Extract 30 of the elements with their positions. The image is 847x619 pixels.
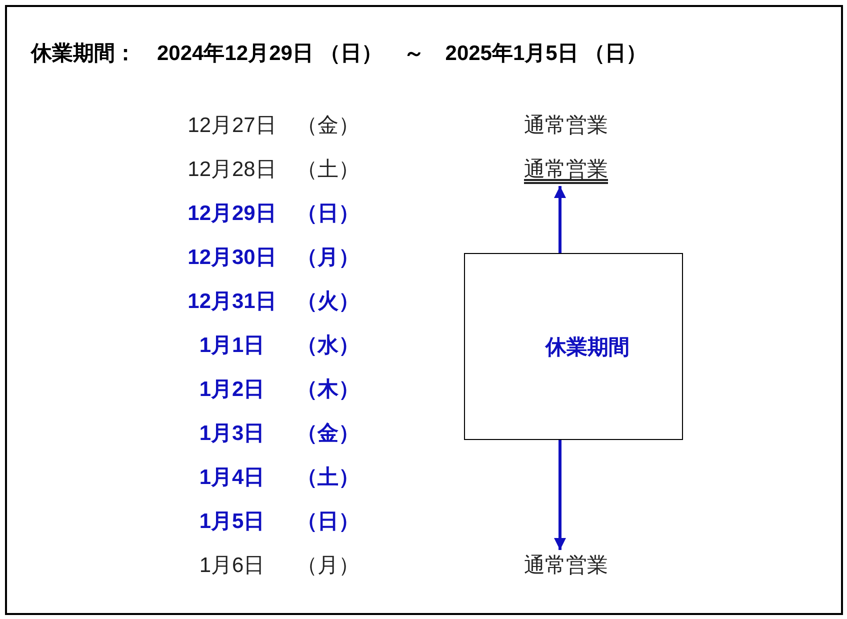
weekday-label: （水） bbox=[296, 333, 360, 359]
date-label: 1月4日 bbox=[199, 465, 265, 491]
status-label: 通常営業 bbox=[524, 553, 608, 579]
weekday-label: （土） bbox=[296, 465, 360, 491]
date-label: 1月6日 bbox=[199, 553, 265, 579]
date-label: 12月29日 bbox=[188, 201, 276, 227]
weekday-label: （月） bbox=[296, 245, 360, 271]
date-label: 12月31日 bbox=[188, 289, 276, 315]
box-title: 休業期間 bbox=[546, 334, 630, 360]
weekday-label: （日） bbox=[296, 201, 360, 227]
date-label: 1月1日 bbox=[199, 333, 265, 359]
heading-title: 休業期間： 2024年12月29日 （日） ～ 2025年1月5日 （日） bbox=[31, 41, 648, 67]
status-label: 通常営業 bbox=[524, 113, 608, 139]
weekday-label: （火） bbox=[296, 289, 360, 315]
arrow bbox=[554, 440, 566, 550]
date-label: 12月27日 bbox=[188, 113, 276, 139]
date-label: 12月30日 bbox=[188, 245, 276, 271]
weekday-label: （月） bbox=[296, 553, 360, 579]
date-label: 12月28日 bbox=[188, 157, 276, 183]
weekday-label: （土） bbox=[296, 157, 360, 183]
date-label: 1月5日 bbox=[199, 509, 265, 535]
date-label: 1月3日 bbox=[199, 421, 265, 447]
weekday-label: （金） bbox=[296, 113, 360, 139]
weekday-label: （木） bbox=[296, 377, 360, 403]
date-label: 1月2日 bbox=[199, 377, 265, 403]
weekday-label: （日） bbox=[296, 509, 360, 535]
weekday-label: （金） bbox=[296, 421, 360, 447]
status-label: 通常営業 bbox=[524, 157, 608, 183]
arrow bbox=[554, 186, 566, 253]
period-box bbox=[464, 253, 683, 440]
